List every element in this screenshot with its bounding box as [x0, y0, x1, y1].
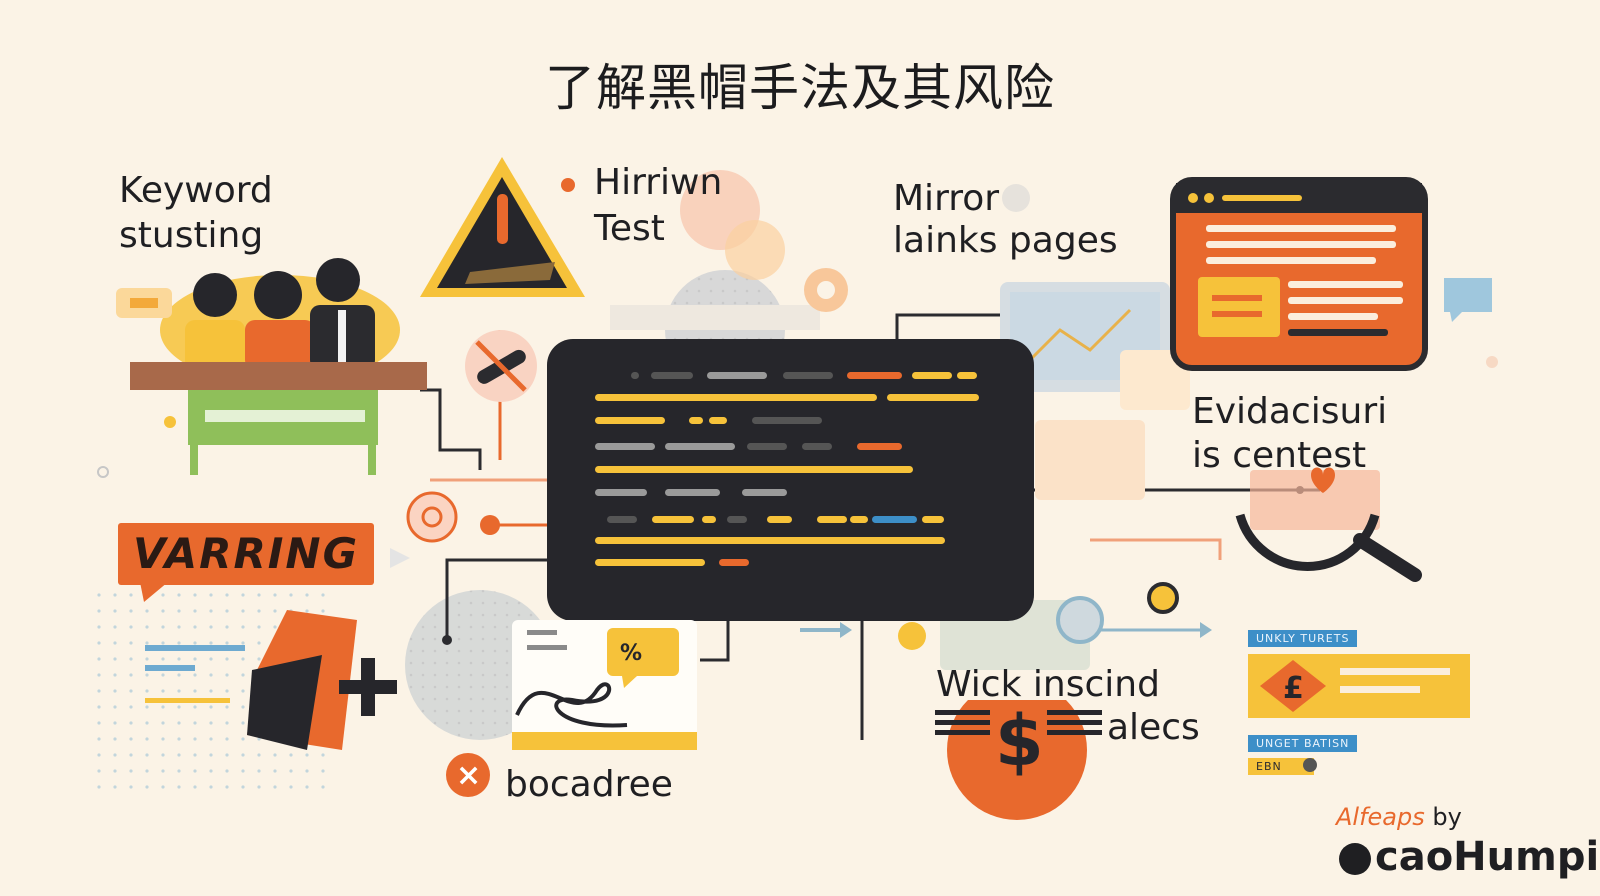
warning-banner: VARRING [118, 523, 374, 585]
credit-line2: caoHumpi [1339, 834, 1599, 880]
credit-brand: caoHumpi [1375, 834, 1600, 880]
percent-symbol: % [620, 641, 642, 666]
chat-bubble-icon [116, 288, 172, 318]
unget-tag: UNGET BATISN [1248, 735, 1358, 752]
toggle-knob [1303, 758, 1317, 772]
document-chat-icon: % [512, 620, 697, 750]
close-circle-icon: × [446, 753, 490, 797]
pound-glyph: £ [1283, 671, 1304, 706]
arrow-right-icon [390, 548, 410, 568]
credit-accent: Alfeaps [1336, 803, 1425, 831]
browser-window-icon [1170, 177, 1428, 371]
credit-line1: Alfeaps by [1336, 803, 1462, 831]
dollar-coin-icon: $ [935, 700, 1102, 820]
people-group-icon [130, 258, 427, 475]
bullet-dot [561, 178, 575, 192]
credit-by: by [1432, 803, 1462, 831]
text-lines-decoration [145, 645, 245, 703]
pound-card-icon: £ [1248, 654, 1470, 718]
code-editor-panel [547, 339, 1034, 621]
at-circle-icon [406, 491, 458, 543]
wick-label-line1: Wick inscind [936, 664, 1160, 705]
ebn-tag: EBN [1248, 758, 1314, 775]
unkly-tag: UNKLY TURETS [1248, 630, 1358, 647]
evid-label-line2: is centest [1192, 435, 1367, 476]
no-link-icon [465, 330, 537, 402]
mirror-label-line1: Mirror [893, 178, 1000, 219]
close-x-glyph: × [456, 758, 481, 793]
bocadree-label: bocadree [505, 764, 673, 805]
credit-logo-dot [1339, 843, 1371, 875]
dollar-glyph: $ [995, 700, 1044, 782]
hirriwn-label-line1: Hirriwn [594, 162, 723, 203]
keyword-label-line1: Keyword [119, 170, 273, 211]
magnifier-icon [1235, 467, 1422, 582]
keyword-label-line2: stusting [119, 215, 264, 256]
hirriwn-label-line2: Test [594, 208, 665, 249]
document-plus-icon [247, 610, 397, 750]
evid-label-line1: Evidacisuri [1192, 391, 1388, 432]
warning-triangle-icon [420, 157, 585, 297]
banner-tail [140, 582, 168, 602]
page-title: 了解黑帽手法及其风险 [545, 59, 1055, 117]
wick-label-line2: alecs [1107, 707, 1200, 748]
mirror-label-line2: lainks pages [893, 220, 1118, 261]
